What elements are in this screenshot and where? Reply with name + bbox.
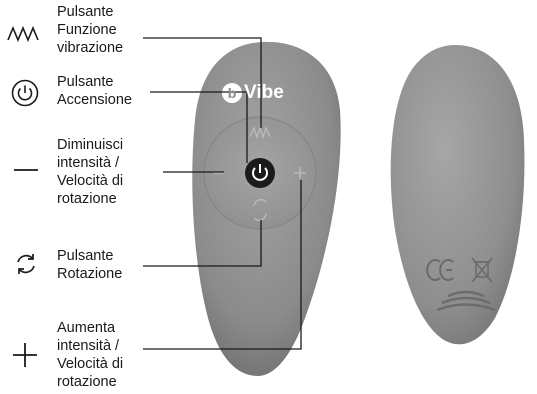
label-line: Accensione	[57, 91, 132, 109]
vibration-wave-icon	[7, 26, 43, 42]
plus-icon	[11, 341, 39, 369]
label-line: intensità /	[57, 154, 123, 172]
label-line: rotazione	[57, 373, 123, 391]
label-line: vibrazione	[57, 39, 123, 57]
brand-logo: b Vibe	[222, 81, 284, 105]
label-increase-intensity: Aumenta intensità / Velocità di rotazion…	[57, 319, 123, 391]
label-line: Pulsante	[57, 3, 123, 21]
label-rotation-button: Pulsante Rotazione	[57, 247, 122, 283]
rotation-icon	[13, 251, 39, 277]
label-line: rotazione	[57, 190, 123, 208]
label-line: Pulsante	[57, 73, 132, 91]
label-line: Pulsante	[57, 247, 122, 265]
power-icon	[11, 79, 39, 107]
label-line: Aumenta	[57, 319, 123, 337]
label-vibration-button: Pulsante Funzione vibrazione	[57, 3, 123, 57]
label-power-button: Pulsante Accensione	[57, 73, 132, 109]
label-line: Diminuisci	[57, 136, 123, 154]
label-line: Velocità di	[57, 172, 123, 190]
label-line: Funzione	[57, 21, 123, 39]
label-line: Velocità di	[57, 355, 123, 373]
brand-logo-b: b	[222, 85, 242, 101]
label-line: Rotazione	[57, 265, 122, 283]
brand-logo-text: Vibe	[244, 82, 284, 104]
label-decrease-intensity: Diminuisci intensità / Velocità di rotaz…	[57, 136, 123, 208]
label-line: intensità /	[57, 337, 123, 355]
minus-icon	[13, 167, 39, 173]
